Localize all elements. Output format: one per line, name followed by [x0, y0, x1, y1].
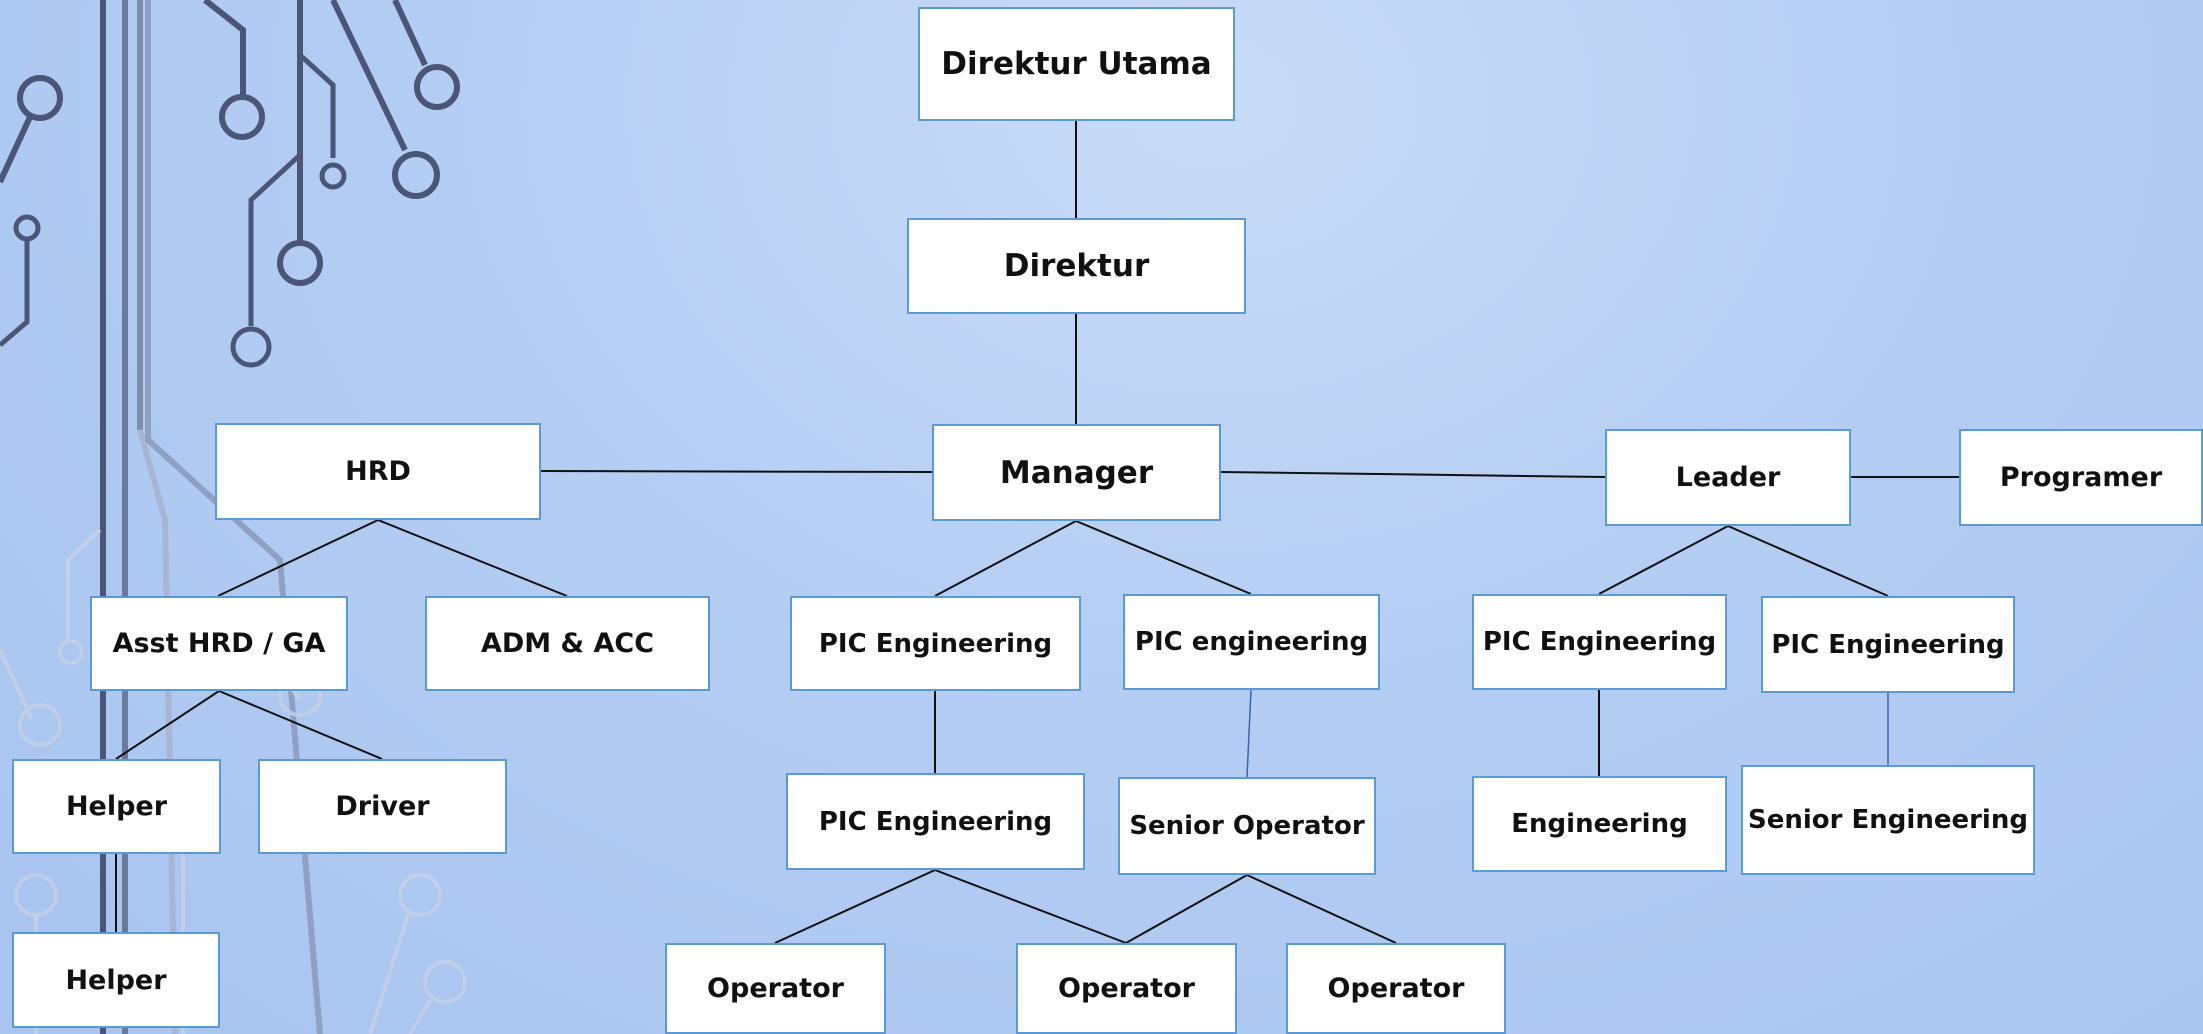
node-helper-2: Helper: [12, 932, 220, 1028]
link-pic-b-senior-op: [1246, 689, 1252, 778]
link-hrd-adm: [377, 519, 568, 597]
node-direktur: Direktur: [907, 218, 1246, 314]
node-operator-2: Operator: [1016, 943, 1237, 1034]
node-operator-3: Operator: [1286, 943, 1506, 1034]
link-asst-helper: [115, 690, 220, 760]
node-pic-engineering-a: PIC Engineering: [790, 596, 1081, 691]
link-senior-op-op2: [1125, 874, 1248, 944]
link-pic-a-sub-op1: [774, 869, 936, 944]
link-manager-pic-a: [934, 520, 1077, 597]
node-manager: Manager: [932, 424, 1221, 521]
node-senior-engineering: Senior Engineering: [1741, 765, 2035, 875]
node-programer: Programer: [1959, 429, 2203, 526]
node-helper-1: Helper: [12, 759, 221, 854]
link-manager-leader: [1220, 471, 1606, 478]
link-manager-pic-b: [1075, 520, 1252, 595]
link-leader-pic-c: [1598, 525, 1729, 595]
node-engineering: Engineering: [1472, 776, 1727, 872]
node-asst-hrd-ga: Asst HRD / GA: [90, 596, 348, 691]
link-hrd-manager: [540, 470, 933, 473]
node-direktur-utama: Direktur Utama: [918, 7, 1235, 121]
link-pic-a-sub-op2: [934, 869, 1127, 944]
node-adm-acc: ADM & ACC: [425, 596, 710, 691]
node-pic-engineering-a-sub: PIC Engineering: [786, 773, 1085, 870]
link-hrd-asst: [217, 519, 379, 597]
link-leader-pic-d: [1727, 525, 1889, 597]
node-pic-engineering-d: PIC Engineering: [1761, 596, 2015, 693]
link-asst-driver: [218, 690, 383, 760]
link-senior-op-op3: [1246, 874, 1397, 944]
node-operator-1: Operator: [665, 943, 886, 1034]
node-senior-operator: Senior Operator: [1118, 777, 1376, 875]
node-pic-engineering-c: PIC Engineering: [1472, 594, 1727, 690]
node-pic-engineering-b: PIC engineering: [1123, 594, 1380, 690]
node-leader: Leader: [1605, 429, 1851, 526]
node-driver: Driver: [258, 759, 507, 854]
node-hrd: HRD: [215, 423, 541, 520]
